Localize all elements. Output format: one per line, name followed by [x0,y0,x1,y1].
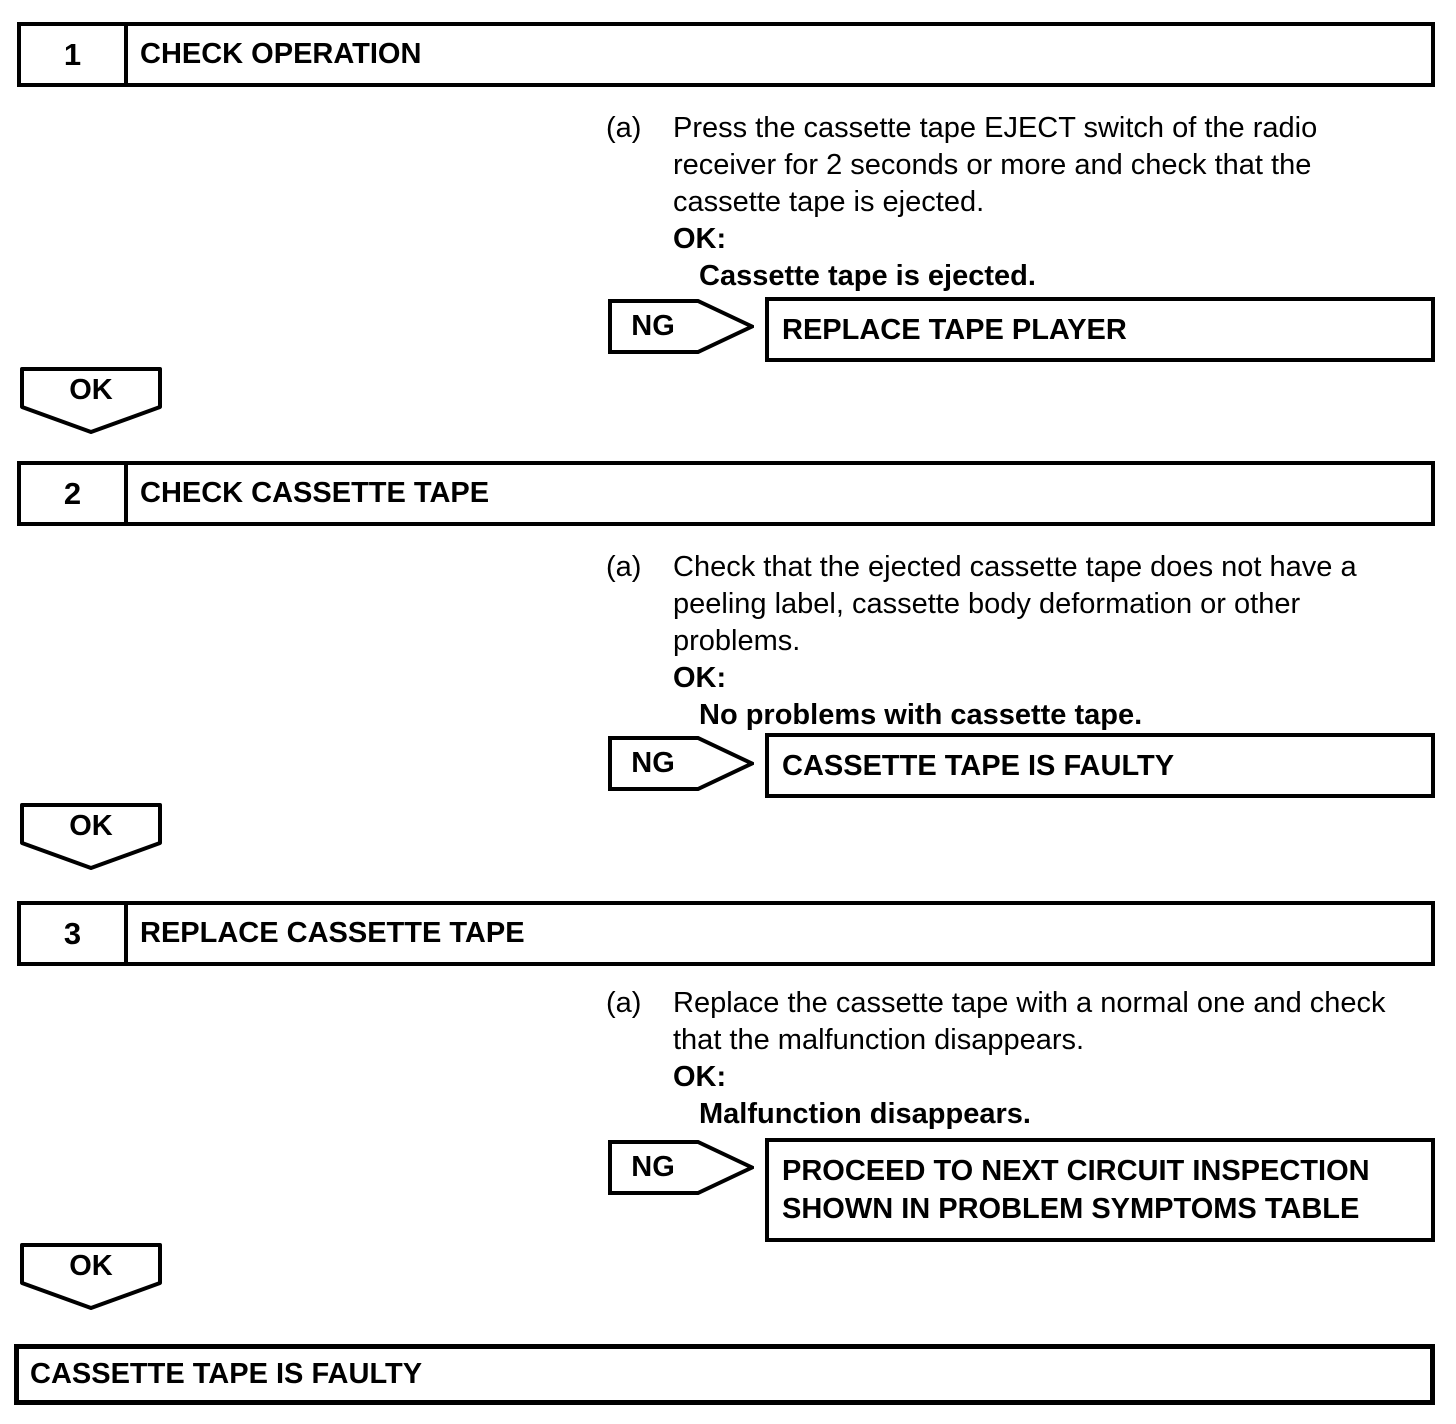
step-3-title: REPLACE CASSETTE TAPE [140,917,525,949]
step-1-ng-connector: NG [608,299,754,354]
step-1-item-label: (a) [606,112,642,144]
step-2-ok-connector: OK [20,803,162,871]
step-1-ok-connector: OK [20,367,162,435]
step-2-ok-label: OK [69,809,113,842]
step-3-item-label: (a) [606,987,642,1019]
step-1-ok-label: OK [69,373,113,406]
step-1-ok-condition: Cassette tape is ejected. [699,260,1036,292]
ok-pentagon-icon [20,803,162,870]
step-3-ng-result-box: PROCEED TO NEXT CIRCUIT INSPECTION SHOWN… [765,1138,1435,1242]
step-1-title: CHECK OPERATION [140,38,422,70]
step-3-instruction-text: Replace the cassette tape with a normal … [673,987,1386,1056]
step-1-instruction-text: Press the cassette tape EJECT switch of … [673,112,1318,218]
step-1-ng-result-box: REPLACE TAPE PLAYER [765,297,1435,362]
step-3-ng-connector: NG [608,1140,754,1195]
step-1-ok-heading: OK: [673,223,727,255]
step-1-ng-result: REPLACE TAPE PLAYER [782,313,1127,346]
step-3-ng-result: PROCEED TO NEXT CIRCUIT INSPECTION SHOWN… [782,1155,1370,1225]
ok-pentagon-icon [20,1243,162,1310]
step-2-title: CHECK CASSETTE TAPE [140,477,490,509]
final-result-box: CASSETTE TAPE IS FAULTY [14,1344,1435,1405]
step-2-item-label: (a) [606,551,642,583]
final-result-text: CASSETTE TAPE IS FAULTY [30,1358,423,1390]
step-3-instruction-block: (a) Replace the cassette tape with a nor… [606,985,1456,1133]
step-2-instruction-text: Check that the ejected cassette tape doe… [673,551,1357,657]
step-2-ok-heading: OK: [673,662,727,694]
ng-arrow-icon [608,736,754,791]
step-3-instruction-body: Replace the cassette tape with a normal … [673,985,1456,1133]
step-2-ng-result-box: CASSETTE TAPE IS FAULTY [765,733,1435,798]
step-3-ok-heading: OK: [673,1061,727,1093]
step-1-instruction-block: (a) Press the cassette tape EJECT switch… [606,110,1456,295]
step-3-header: 3 REPLACE CASSETTE TAPE [17,901,1435,966]
step-2-header: 2 CHECK CASSETTE TAPE [17,461,1435,526]
ng-arrow-icon [608,299,754,354]
step-1-ng-label: NG [631,310,675,342]
step-3-number: 3 [21,905,128,962]
step-2-ok-condition: No problems with cassette tape. [699,699,1143,731]
step-3-ng-label: NG [631,1151,675,1183]
step-2-ng-label: NG [631,747,675,779]
step-1-header: 1 CHECK OPERATION [17,22,1435,87]
step-2-instruction-body: Check that the ejected cassette tape doe… [673,549,1456,734]
step-1-instruction-body: Press the cassette tape EJECT switch of … [673,110,1456,295]
step-1-number: 1 [21,26,128,83]
step-2-number: 2 [21,465,128,522]
step-2-ng-result: CASSETTE TAPE IS FAULTY [782,749,1175,782]
step-2-instruction-block: (a) Check that the ejected cassette tape… [606,549,1456,734]
step-2-ng-connector: NG [608,736,754,791]
step-3-ok-label: OK [69,1249,113,1282]
step-3-ok-connector: OK [20,1243,162,1311]
ng-arrow-icon [608,1140,754,1195]
step-3-ok-condition: Malfunction disappears. [699,1098,1031,1130]
ok-pentagon-icon [20,367,162,434]
